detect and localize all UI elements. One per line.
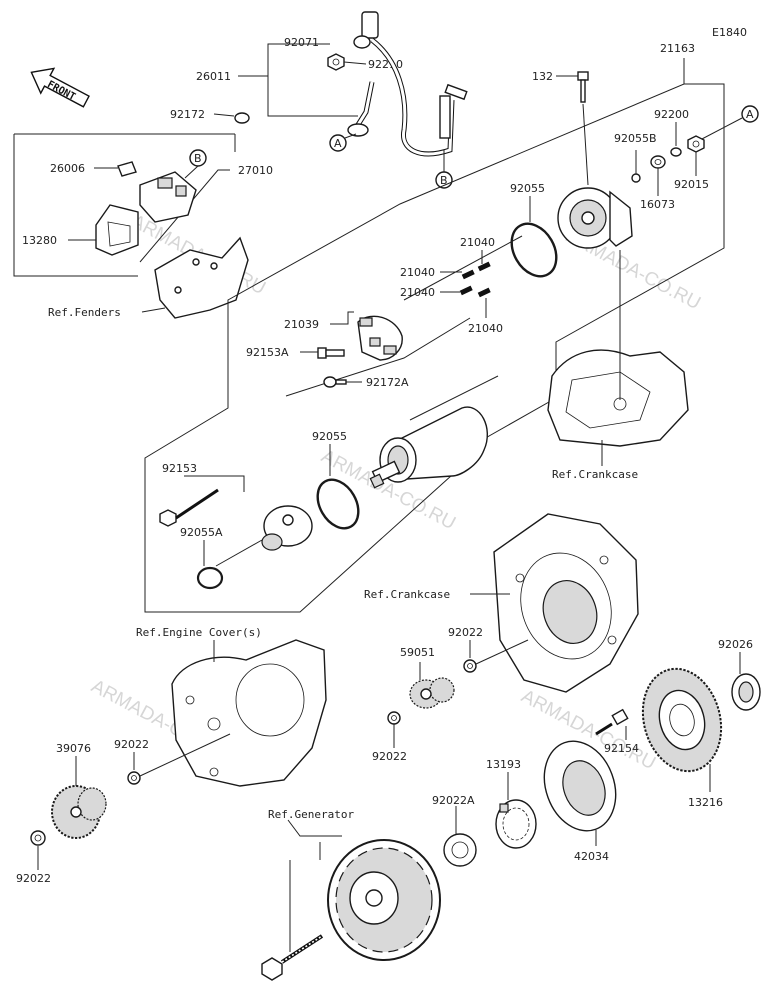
washer-92022 xyxy=(30,830,46,846)
part-label: 21040 xyxy=(460,236,495,249)
diagram-code: E1840 xyxy=(712,26,747,39)
washer-92200 xyxy=(670,147,682,157)
part-label: 13280 xyxy=(22,234,57,247)
bolt-92153 xyxy=(159,488,219,527)
o-ring-92055A xyxy=(196,566,224,590)
part-label: 92055A xyxy=(180,526,223,539)
part-label: 92055 xyxy=(510,182,545,195)
washer-92022 xyxy=(387,711,401,725)
part-label: 92154 xyxy=(604,742,639,755)
bolt-92154 xyxy=(595,708,629,736)
nut-92015 xyxy=(687,135,705,153)
one-way-clutch-13193 xyxy=(495,799,537,849)
brush-21040 xyxy=(459,261,491,298)
part-label: 27010 xyxy=(238,164,273,177)
callout-a-label: A xyxy=(334,137,342,150)
washer-92022 xyxy=(127,771,141,785)
crankcase-upper xyxy=(547,349,689,447)
washer-92022A xyxy=(443,833,477,867)
o-ring-92055B xyxy=(631,173,641,183)
starter-yoke xyxy=(369,406,489,489)
part-label: 42034 xyxy=(574,850,609,863)
starter-cable-26011 xyxy=(347,38,468,157)
ref-crankcase: Ref.Crankcase xyxy=(364,588,450,601)
cap-26006 xyxy=(117,161,137,177)
part-label: 92022 xyxy=(16,872,51,885)
callout-a xyxy=(329,134,347,152)
ref-generator: Ref.Generator xyxy=(268,808,354,821)
callout-a xyxy=(741,105,759,123)
plate-42034 xyxy=(543,740,617,832)
collar-92026 xyxy=(731,673,761,711)
callout-b-label: B xyxy=(440,174,448,187)
part-label: 92153A xyxy=(246,346,289,359)
callout-a-label: A xyxy=(746,108,754,121)
part-label: 92022 xyxy=(372,750,407,763)
ref-fenders: Ref.Fenders xyxy=(48,306,121,319)
generator-bolt xyxy=(261,934,324,981)
ref-crankcase: Ref.Crankcase xyxy=(552,468,638,481)
part-label: 132 xyxy=(532,70,553,83)
part-label: 92200 xyxy=(654,108,689,121)
callout-b-label: B xyxy=(194,152,202,165)
fender-bracket xyxy=(154,236,249,319)
part-label: 59051 xyxy=(400,646,435,659)
brush-holder-21039 xyxy=(357,315,403,361)
part-label: 92172 xyxy=(170,108,205,121)
ref-engine-covers: Ref.Engine Cover(s) xyxy=(136,626,262,639)
part-label: 92172A xyxy=(366,376,409,389)
nut-92210 xyxy=(327,53,345,71)
part-label: 92055 xyxy=(312,430,347,443)
cover-13280 xyxy=(95,204,139,256)
front-arrow-icon: FRONT xyxy=(30,67,90,108)
bolt-132 xyxy=(577,71,589,103)
starter-relay-27010 xyxy=(139,171,197,223)
idle-gear-59051 xyxy=(409,677,455,709)
o-ring-92055 xyxy=(510,222,558,278)
part-label: 16073 xyxy=(640,198,675,211)
washer-92022 xyxy=(463,659,477,673)
crankcase-lower xyxy=(493,513,639,693)
part-label: 92055B xyxy=(614,132,657,145)
starter-end-cover xyxy=(557,187,633,249)
part-label: 21040 xyxy=(468,322,503,335)
generator-rotor xyxy=(327,839,441,961)
part-label: 92071 xyxy=(284,36,319,49)
part-label: 92153 xyxy=(162,462,197,475)
screw-92153A xyxy=(317,347,345,359)
part-label: 92015 xyxy=(674,178,709,191)
part-label: 92026 xyxy=(718,638,753,651)
part-label: 21039 xyxy=(284,318,319,331)
gear-39076 xyxy=(51,785,107,839)
part-label: 21040 xyxy=(400,266,435,279)
engine-cover xyxy=(171,639,327,787)
screw-92172A xyxy=(323,376,347,388)
part-label: 26011 xyxy=(196,70,231,83)
boot-92071 xyxy=(353,11,379,49)
part-label: 26006 xyxy=(50,162,85,175)
part-label: 92022 xyxy=(114,738,149,751)
part-label: 39076 xyxy=(56,742,91,755)
part-label: 21163 xyxy=(660,42,695,55)
part-label: 92022 xyxy=(448,626,483,639)
part-label: 13216 xyxy=(688,796,723,809)
starter-front-cover xyxy=(261,505,313,551)
bolt-92172 xyxy=(213,112,250,124)
starter-gear-13216 xyxy=(641,667,723,773)
part-label: 92022A xyxy=(432,794,475,807)
insulator-16073 xyxy=(650,155,666,169)
o-ring-92055 xyxy=(316,478,360,530)
part-label: 13193 xyxy=(486,758,521,771)
